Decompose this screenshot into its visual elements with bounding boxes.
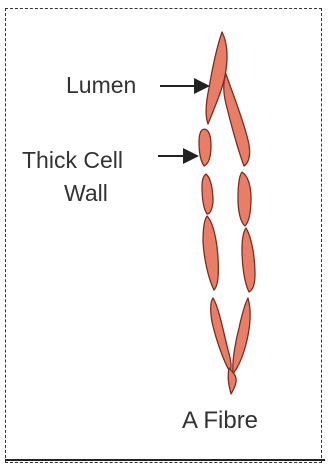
- cell-wall-label: Thick Cell: [22, 147, 123, 173]
- fibre-left-wall-upper: [199, 129, 211, 166]
- fibre-left-wall-middle: [202, 174, 213, 214]
- fibre-right-wall-bottom: [233, 298, 250, 374]
- fibre-left-wall-lower: [203, 216, 218, 290]
- fibre-left-wall-bottom: [211, 298, 231, 372]
- fibre-top-tip: [206, 32, 227, 124]
- lumen-label: Lumen: [66, 72, 136, 98]
- fibre-right-wall-middle: [238, 172, 251, 226]
- fibre-right-wall-upper: [224, 74, 250, 166]
- fibre-right-wall-lower: [242, 228, 255, 292]
- cell-wall-label-line2: Wall: [64, 180, 108, 206]
- figure-caption: A Fibre: [182, 408, 258, 434]
